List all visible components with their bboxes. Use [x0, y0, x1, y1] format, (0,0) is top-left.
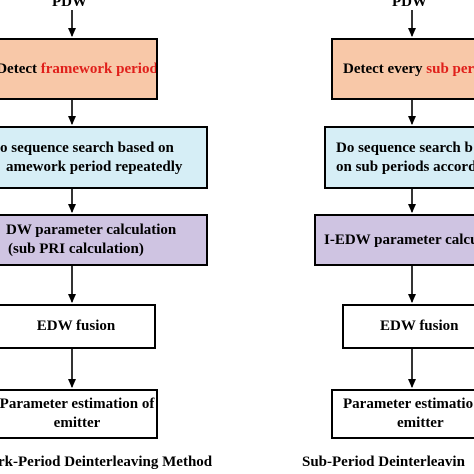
left-edw-parameter-line1: DW parameter calculation [6, 222, 177, 238]
right-input-label: PDW [392, 0, 427, 10]
right-detect-period-box: Detect every sub peri [331, 38, 474, 100]
right-parameter-estimation-line2: emitter [397, 415, 444, 431]
right-edw-fusion-box: EDW fusion [342, 304, 474, 349]
left-sequence-search-line1: o sequence search based on [0, 139, 174, 156]
right-iedw-parameter-line1: I-EDW parameter calcu [324, 231, 474, 248]
right-iedw-parameter-box: I-EDW parameter calcu [314, 214, 474, 266]
left-sequence-search-line2: amework period repeatedly [6, 158, 183, 175]
right-sequence-search-line1: Do sequence search b [336, 139, 473, 156]
left-caption: rk-Period Deinterleaving Method [0, 454, 213, 470]
left-detect-prefix: Detect [0, 60, 41, 77]
right-detect-prefix: Detect every [343, 60, 427, 77]
right-sequence-search-box: Do sequence search b on sub periods acco… [324, 126, 474, 189]
left-detect-period-box: Detect framework period [0, 38, 158, 100]
right-detect-period-text: Detect every sub peri [343, 60, 474, 79]
left-edw-parameter-box: DW parameter calculation (sub PRI calcul… [0, 214, 208, 266]
right-parameter-estimation-line1: Parameter estimatio [343, 396, 474, 412]
left-parameter-estimation-line2: emitter [53, 415, 101, 431]
left-detect-period-text: Detect framework period [0, 60, 158, 79]
left-edw-fusion-text: EDW fusion [36, 318, 116, 334]
right-parameter-estimation-box: Parameter estimatio emitter [331, 389, 474, 439]
left-sequence-search-box: o sequence search based on amework perio… [0, 126, 208, 189]
right-edw-fusion-text: EDW fusion [380, 318, 459, 334]
left-parameter-estimation-box: Parameter estimation of emitter [0, 389, 158, 439]
left-edw-parameter-line2: (sub PRI calculation) [8, 241, 144, 257]
left-parameter-estimation-line1: Parameter estimation of [0, 396, 155, 412]
right-sequence-search-line2: on sub periods accord [336, 158, 474, 175]
right-detect-highlight: sub peri [426, 60, 474, 77]
right-caption: Sub-Period Deinterleavin [302, 454, 465, 470]
left-input-label: PDW [52, 0, 87, 10]
left-edw-fusion-box: EDW fusion [0, 304, 156, 349]
left-detect-highlight: framework period [40, 60, 158, 77]
